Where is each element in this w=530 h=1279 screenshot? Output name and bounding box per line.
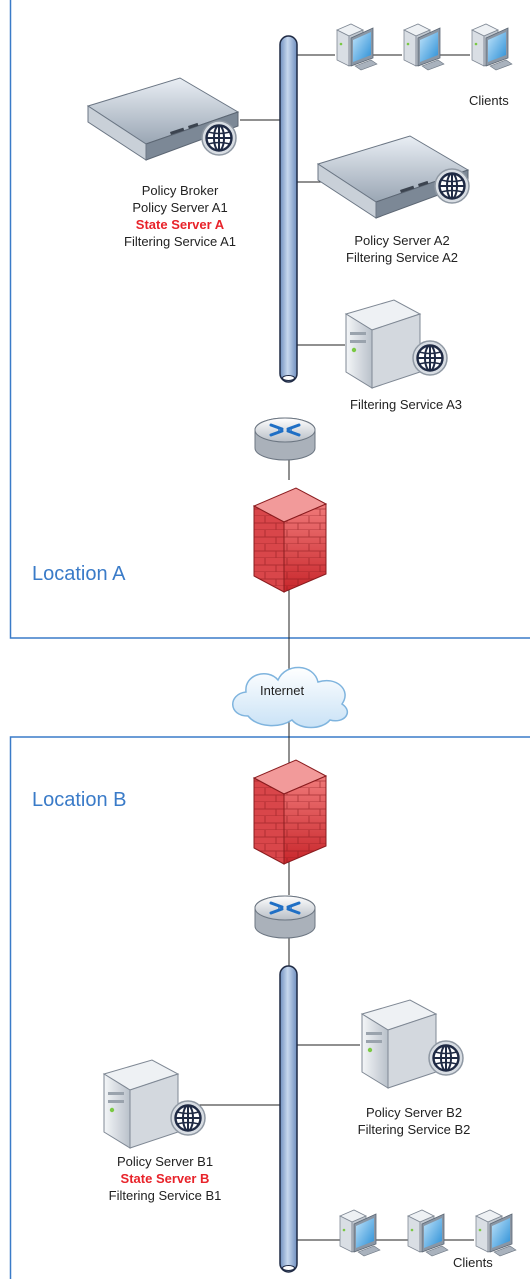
globe-icon (411, 339, 449, 377)
tower-server-b1-icon (103, 1059, 179, 1149)
server-a2-line: Filtering Service A2 (346, 250, 458, 265)
state-server-a-label: State Server A (135, 217, 225, 232)
location-b-frame (9, 736, 530, 1279)
server-a1-line: Policy Broker (141, 183, 219, 198)
client-computer-icon (403, 23, 445, 71)
clients-a-label: Clients (469, 93, 509, 108)
firewall-icon (253, 759, 327, 865)
location-a-title: Location A (32, 563, 126, 585)
client-computer-icon (471, 23, 513, 71)
server-a3-label: Filtering Service A3 (326, 396, 486, 413)
router-icon (253, 416, 317, 462)
server-a3-line: Filtering Service A3 (350, 397, 462, 412)
server-a1-line: Filtering Service A1 (124, 234, 236, 249)
client-computer-icon (339, 1209, 381, 1257)
client-computer-icon (475, 1209, 517, 1257)
server-a1-label: Policy Broker Policy Server A1 State Ser… (100, 182, 260, 250)
internet-label: Internet (260, 683, 305, 698)
server-b2-label: Policy Server B2 Filtering Service B2 (334, 1104, 494, 1138)
globe-icon (433, 167, 471, 205)
server-b2-line: Policy Server B2 (365, 1105, 463, 1120)
tower-server-b2-icon (361, 999, 437, 1089)
server-b1-line: Filtering Service B1 (108, 1188, 222, 1203)
server-a2-label: Policy Server A2 Filtering Service A2 (322, 232, 482, 266)
server-a1-line: Policy Server A1 (132, 200, 228, 215)
globe-icon (200, 119, 238, 157)
internet-cloud-icon (232, 666, 348, 729)
location-b-title: Location B (32, 789, 127, 811)
network-bus-b (279, 965, 298, 1273)
router-icon (253, 894, 317, 940)
tower-server-a3-icon (345, 299, 421, 389)
server-a2-line: Policy Server A2 (354, 233, 450, 248)
location-a-frame (9, 0, 530, 639)
client-computer-icon (407, 1209, 449, 1257)
server-b1-label: Policy Server B1 State Server B Filterin… (85, 1153, 245, 1204)
globe-icon (169, 1099, 207, 1137)
clients-b-label: Clients (453, 1255, 493, 1270)
network-bus-a (279, 35, 298, 383)
server-b2-line: Filtering Service B2 (357, 1122, 471, 1137)
server-b1-line: Policy Server B1 (116, 1154, 214, 1169)
state-server-b-label: State Server B (120, 1171, 210, 1186)
client-computer-icon (336, 23, 378, 71)
firewall-icon (253, 487, 327, 593)
globe-icon (427, 1039, 465, 1077)
